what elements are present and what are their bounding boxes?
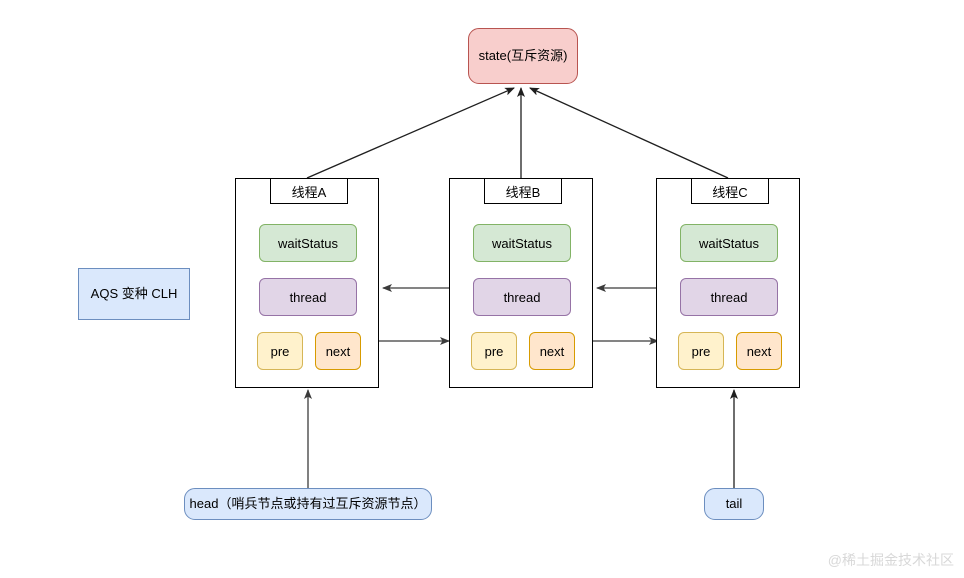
thread-node-c-waitstatus[interactable]: waitStatus xyxy=(680,224,778,262)
edge-threadC-to-state xyxy=(529,87,729,179)
thread-node-b-next[interactable]: next xyxy=(529,332,575,370)
thread-node-a-pre[interactable]: pre xyxy=(257,332,303,370)
tail-pointer-node[interactable]: tail xyxy=(704,488,764,520)
head-pointer-node[interactable]: head（哨兵节点或持有过互斥资源节点） xyxy=(184,488,432,520)
thread-node-c-pre[interactable]: pre xyxy=(678,332,724,370)
thread-node-a-next[interactable]: next xyxy=(315,332,361,370)
thread-node-a[interactable]: 线程A waitStatus thread pre next xyxy=(235,178,379,388)
thread-node-c-title: 线程C xyxy=(691,178,769,204)
thread-node-a-waitstatus[interactable]: waitStatus xyxy=(259,224,357,262)
thread-node-b-thread[interactable]: thread xyxy=(473,278,571,316)
thread-node-c[interactable]: 线程C waitStatus thread pre next xyxy=(656,178,800,388)
thread-node-b-waitstatus[interactable]: waitStatus xyxy=(473,224,571,262)
watermark: @稀土掘金技术社区 xyxy=(827,552,954,568)
thread-node-b-pre[interactable]: pre xyxy=(471,332,517,370)
thread-node-c-thread[interactable]: thread xyxy=(680,278,778,316)
thread-node-a-thread[interactable]: thread xyxy=(259,278,357,316)
aqs-label-node[interactable]: AQS 变种 CLH xyxy=(78,268,190,320)
edge-threadA-to-state xyxy=(306,87,515,179)
thread-node-a-title: 线程A xyxy=(270,178,348,204)
state-node[interactable]: state(互斥资源) xyxy=(468,28,578,84)
thread-node-b-title: 线程B xyxy=(484,178,562,204)
thread-node-b[interactable]: 线程B waitStatus thread pre next xyxy=(449,178,593,388)
thread-node-c-next[interactable]: next xyxy=(736,332,782,370)
